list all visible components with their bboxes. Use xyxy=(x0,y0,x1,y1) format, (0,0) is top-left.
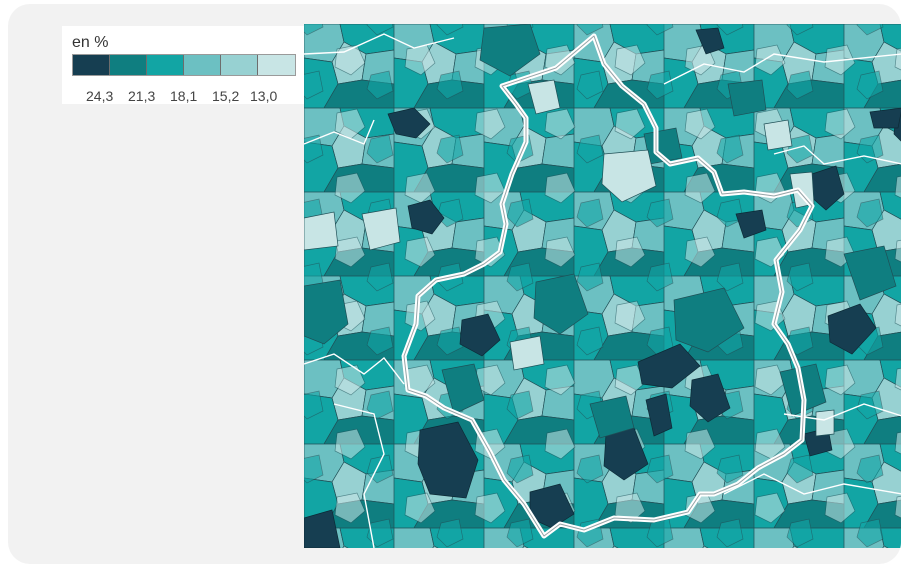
legend-swatch-4 xyxy=(184,55,221,75)
legend-break-2: 21,3 xyxy=(128,88,156,104)
legend-break-3: 18,1 xyxy=(170,88,198,104)
legend-break-1: 24,3 xyxy=(86,88,114,104)
map-legend: en % 24,3 21,3 18,1 15,2 13,0 xyxy=(62,26,304,104)
legend-swatch-1 xyxy=(73,55,110,75)
legend-swatch-3 xyxy=(147,55,184,75)
legend-break-4: 15,2 xyxy=(212,88,240,104)
department-boundaries xyxy=(304,33,901,548)
legend-title: en % xyxy=(72,34,109,51)
low-value-communes xyxy=(304,79,835,437)
map-card: en % 24,3 21,3 18,1 15,2 13,0 xyxy=(8,4,901,564)
legend-color-scale xyxy=(72,54,296,76)
choropleth-map[interactable] xyxy=(304,24,901,548)
high-value-communes xyxy=(304,27,901,548)
map-svg xyxy=(304,24,901,548)
legend-swatch-5 xyxy=(221,55,258,75)
legend-swatch-2 xyxy=(110,55,147,75)
legend-swatch-6 xyxy=(258,55,295,75)
communes-overlay xyxy=(304,24,901,548)
upper-class-communes xyxy=(304,24,897,439)
legend-break-5: 13,0 xyxy=(250,88,278,104)
